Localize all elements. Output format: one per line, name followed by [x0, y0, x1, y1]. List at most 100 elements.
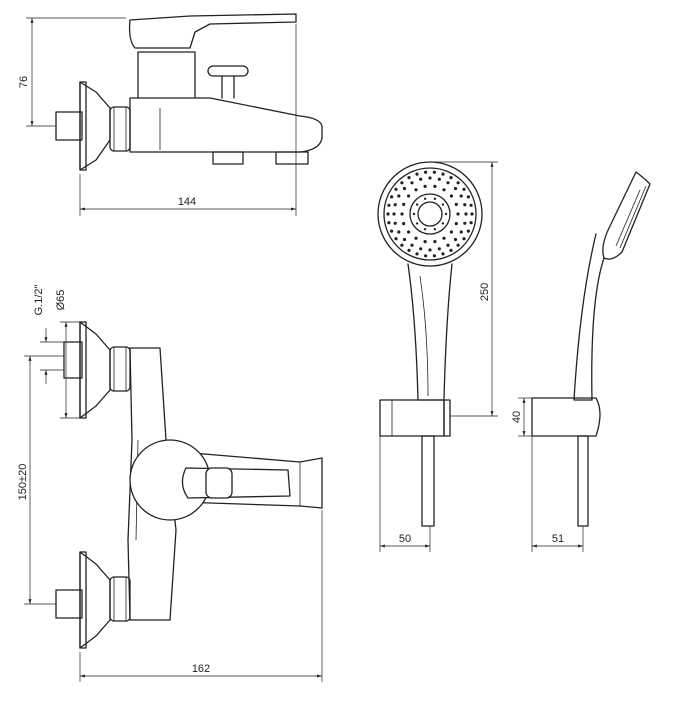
nozzle-dot	[400, 243, 404, 247]
nozzle-dot	[419, 247, 423, 251]
nozzle-dot	[466, 195, 470, 199]
nozzle-dot	[449, 176, 453, 180]
nozzle-dot	[402, 222, 406, 226]
nozzle-dot	[423, 240, 427, 244]
nozzle-dot	[432, 170, 436, 174]
dimension-thread: G.1/2"	[33, 285, 64, 384]
nozzle-dot	[410, 243, 414, 247]
dimension-150-label: 150±20	[17, 464, 29, 501]
nozzle-dot	[386, 212, 390, 216]
nozzle-dot	[441, 252, 445, 256]
nozzle-dot	[402, 237, 407, 242]
nozzle-dot	[415, 222, 419, 225]
dimension-250-label: 250	[479, 283, 491, 301]
nozzle-dot	[456, 243, 460, 247]
hand-shower-front	[377, 161, 483, 527]
dimension-center-distance: 150±20	[17, 355, 64, 605]
mixer-side-view	[55, 13, 323, 171]
nozzle-dot	[412, 212, 416, 216]
nozzle-dot	[454, 202, 458, 206]
nozzle-dot	[453, 186, 458, 191]
nozzle-dot	[442, 188, 446, 192]
nozzle-dot	[449, 248, 453, 252]
nozzle-dot	[462, 237, 466, 241]
nozzle-dot	[433, 228, 437, 231]
dimension-shower-length: 250	[430, 161, 498, 417]
dimension-76-label: 76	[18, 76, 30, 88]
nozzle-dot	[441, 172, 445, 176]
nozzle-dot	[446, 181, 450, 185]
nozzle-dot	[454, 222, 458, 226]
dimension-diameter: Ø65	[55, 290, 80, 419]
dimension-50-label: 50	[399, 533, 411, 545]
nozzle-dot	[387, 221, 391, 225]
dimension-diameter-label: Ø65	[55, 290, 67, 311]
nozzle-dot	[466, 229, 470, 233]
nozzle-dot	[414, 188, 418, 192]
dimension-side-height: 76	[18, 17, 126, 127]
dimension-front-width: 162	[79, 510, 323, 682]
nozzle-dot	[441, 222, 445, 225]
nozzle-dot	[444, 212, 448, 216]
nozzle-dot	[397, 230, 401, 234]
nozzle-dot	[415, 172, 419, 176]
nozzle-dot	[407, 176, 411, 180]
mixer-front-view	[55, 321, 323, 649]
nozzle-dot	[390, 229, 394, 233]
nozzle-dot	[459, 230, 463, 234]
nozzle-dot	[397, 194, 401, 198]
nozzle-dot	[446, 243, 450, 247]
nozzle-dot	[424, 170, 428, 174]
dimension-162-label: 162	[192, 663, 210, 675]
nozzle-dot	[433, 197, 437, 200]
nozzle-dot	[437, 177, 441, 181]
nozzle-dot	[428, 248, 432, 252]
nozzle-dot	[470, 212, 474, 216]
nozzle-dot	[390, 195, 394, 199]
dimension-thread-label: G.1/2"	[33, 285, 45, 316]
nozzle-dot	[423, 228, 427, 231]
nozzle-dot	[419, 177, 423, 181]
nozzle-dot	[453, 237, 458, 242]
hand-shower-side	[531, 171, 651, 527]
nozzle-dot	[423, 184, 427, 188]
dimension-holder-side: 51	[531, 436, 584, 552]
nozzle-dot	[387, 203, 391, 207]
nozzle-dot	[464, 212, 468, 216]
nozzle-dot	[442, 236, 446, 240]
nozzle-dot	[432, 254, 436, 258]
nozzle-dot	[449, 230, 453, 234]
nozzle-dot	[433, 240, 437, 244]
nozzle-dot	[394, 187, 398, 191]
nozzle-dot	[456, 212, 460, 216]
nozzle-dot	[428, 176, 432, 180]
nozzle-dot	[402, 186, 407, 191]
nozzle-dot	[456, 181, 460, 185]
nozzle-dot	[393, 203, 397, 207]
nozzle-dot	[400, 181, 404, 185]
nozzle-dot	[462, 187, 466, 191]
nozzle-dot	[469, 203, 473, 207]
nozzle-dot	[437, 247, 441, 251]
dimension-51-label: 51	[552, 533, 564, 545]
nozzle-dot	[407, 230, 411, 234]
nozzle-dot	[393, 221, 397, 225]
dimension-holder-height: 40	[511, 397, 532, 437]
nozzle-dot	[392, 212, 396, 216]
nozzle-pattern	[386, 170, 474, 258]
nozzle-dot	[463, 203, 467, 207]
nozzle-dot	[410, 181, 414, 185]
nozzle-dot	[407, 248, 411, 252]
nozzle-dot	[441, 203, 445, 206]
nozzle-dot	[415, 252, 419, 256]
nozzle-dot	[449, 194, 453, 198]
nozzle-dot	[394, 237, 398, 241]
dimension-side-width: 144	[79, 24, 297, 216]
nozzle-dot	[407, 194, 411, 198]
nozzle-dot	[415, 203, 419, 206]
dimension-holder-front: 50	[379, 436, 431, 552]
nozzle-dot	[469, 221, 473, 225]
nozzle-dot	[459, 194, 463, 198]
nozzle-dot	[433, 184, 437, 188]
nozzle-dot	[414, 236, 418, 240]
